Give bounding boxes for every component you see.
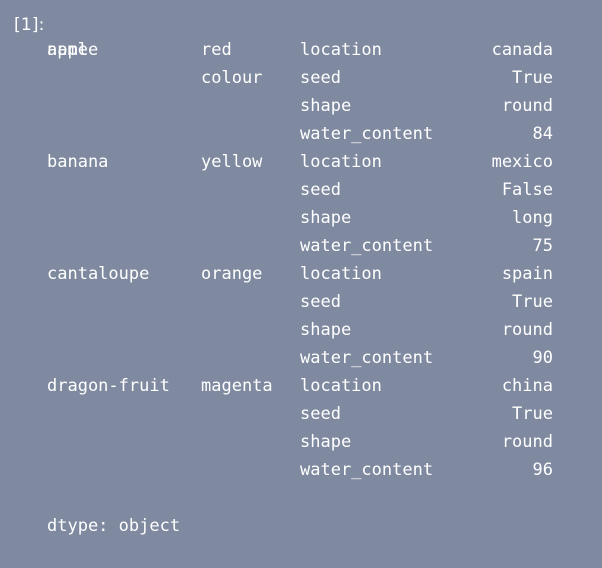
row-key: water_content — [300, 124, 434, 144]
row-value: canada — [491, 40, 553, 60]
row-name: dragon-fruit — [47, 376, 170, 396]
row-value: True — [512, 404, 553, 424]
table-row: seed True — [47, 288, 587, 316]
row-value: 84 — [532, 124, 553, 144]
header-name: name — [47, 40, 88, 60]
row-colour: red — [201, 40, 232, 60]
table-row: seed True — [47, 64, 587, 92]
row-key: shape — [300, 320, 352, 340]
row-key: location — [300, 376, 382, 396]
dtype-label: dtype: object — [47, 516, 181, 536]
table-row: water_content 75 — [47, 232, 587, 260]
table-row: water_content 96 — [47, 456, 587, 484]
row-value: round — [501, 320, 553, 340]
table-row: water_content 84 — [47, 120, 587, 148]
row-key: water_content — [300, 348, 434, 368]
row-value: china — [501, 376, 553, 396]
row-name: banana — [47, 152, 109, 172]
row-key: seed — [300, 404, 341, 424]
row-key: shape — [300, 208, 352, 228]
row-key: shape — [300, 432, 352, 452]
row-key: water_content — [300, 460, 434, 480]
row-key: location — [300, 264, 382, 284]
dtype-row: dtype: object — [47, 484, 587, 536]
table-row: shape round — [47, 428, 587, 456]
row-key: location — [300, 40, 382, 60]
table-row: shape round — [47, 92, 587, 120]
table-row: seed True — [47, 400, 587, 428]
row-value: long — [512, 208, 553, 228]
row-value: round — [501, 96, 553, 116]
table-row: shape long — [47, 204, 587, 232]
row-value: 90 — [532, 348, 553, 368]
row-key: water_content — [300, 236, 434, 256]
table-row: banana yellow location mexico — [47, 148, 587, 176]
row-value: True — [512, 292, 553, 312]
row-key: location — [300, 152, 382, 172]
row-value: True — [512, 68, 553, 88]
row-value: 96 — [532, 460, 553, 480]
row-key: seed — [300, 292, 341, 312]
row-key: seed — [300, 68, 341, 88]
header-row: name colour — [47, 8, 587, 88]
table-row: water_content 90 — [47, 344, 587, 372]
row-value: round — [501, 432, 553, 452]
table-row: dragon-fruit magenta location china — [47, 372, 587, 400]
row-value: False — [501, 180, 553, 200]
table-row: cantaloupe orange location spain — [47, 260, 587, 288]
table-row: seed False — [47, 176, 587, 204]
row-value: spain — [501, 264, 553, 284]
row-colour: orange — [201, 264, 263, 284]
row-colour: yellow — [201, 152, 263, 172]
row-key: shape — [300, 96, 352, 116]
row-value: 75 — [532, 236, 553, 256]
header-colour: colour — [201, 68, 263, 88]
row-colour: magenta — [201, 376, 273, 396]
row-name: cantaloupe — [47, 264, 150, 284]
row-key: seed — [300, 180, 341, 200]
row-name: apple — [47, 40, 99, 60]
table-row: apple red location canada — [47, 36, 587, 64]
table-row: shape round — [47, 316, 587, 344]
row-value: mexico — [491, 152, 553, 172]
cell-prompt: [1]: — [14, 15, 45, 35]
